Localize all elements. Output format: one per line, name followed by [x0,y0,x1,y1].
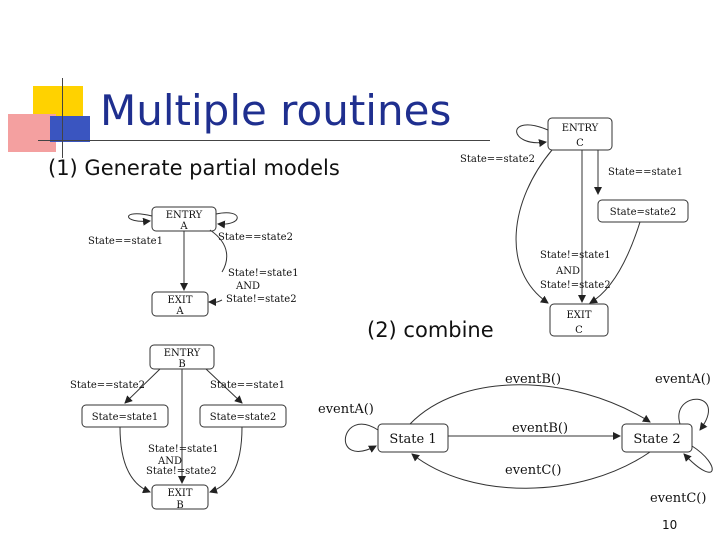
combined-eventc-bottom-label: eventC() [505,463,561,478]
diagram-a-cond-3: State!=state2 [226,294,297,305]
diagram-a-cond-1: State!=state1 [228,268,299,279]
combined-eventc-right-label: eventC() [650,491,706,506]
combined-state1-node [377,423,449,453]
diagram-b-exit-label-1: EXIT [167,488,192,499]
diagram-c-edge-left-label: State==state2 [460,154,535,165]
diagram-b-cond-1: State!=state1 [148,444,219,455]
diagram-b-cond-3: State!=state2 [146,466,217,477]
diagram-a-right-loop [209,229,228,273]
diagram-c-box-right [597,199,689,223]
diagram-b-exit-label-2: B [176,500,183,511]
diagram-a-entry-self-loop-left [128,213,153,226]
diagram-b-edge-right-label: State==state1 [210,380,285,391]
combined-edge-eventb-top [409,384,651,425]
slide-title: Multiple routines [100,86,452,135]
diagram-a-entry-label-1: ENTRY [166,210,203,221]
combined-eventb-mid-label: eventB() [512,421,568,436]
combined-eventb-top-label: eventB() [505,372,561,387]
combined-state2-self-loop-top [678,398,709,431]
diagram-b-box-left-label: State=state1 [92,412,159,423]
diagram-c-exit-node [549,303,609,337]
diagram-b-entry-label-2: B [178,359,185,370]
combined-state2-self-loop-bottom [683,445,713,473]
diagram-c-exit-label-2: C [575,325,583,336]
combined-edge-eventc-bottom [411,451,651,489]
diagram-a-exit-label-2: A [175,306,184,317]
diagram-a-edge-right-label: State==state2 [218,232,293,243]
decor-horizontal-line [38,140,490,141]
diagram-c-cond-1: State!=state1 [540,250,611,261]
diagram-c-box-right-label: State=state2 [610,207,677,218]
combined-eventa-right-label: eventA() [655,372,711,387]
diagram-b-box-right [199,404,287,428]
diagram-b-cond-2: AND [157,456,182,467]
diagram-b-edge-left-label: State==state2 [70,380,145,391]
diagram-a-entry-self-loop-right [215,212,238,229]
diagram-c-entry-label-1: ENTRY [562,123,599,134]
combined-state1-label: State 1 [389,432,436,447]
diagram-a-exit-node [151,291,209,317]
diagram-a [128,206,238,317]
diagram-c-entry-self-loop [516,124,549,148]
combined-eventa-left-label: eventA() [318,402,374,417]
diagram-c-edge-left [515,149,553,304]
decor-vertical-line [62,78,63,158]
combine-label: (2) combine [367,318,494,342]
diagram-b-box-right-label: State=state2 [210,412,277,423]
diagram-a-cond-2: AND [235,281,260,292]
diagram-c [515,117,689,337]
diagram-c-cond-2: AND [555,266,580,277]
combined-state2-label: State 2 [633,432,680,447]
diagram-c-cond-3: State!=state2 [540,280,611,291]
diagram-b-entry-label-1: ENTRY [164,348,201,359]
diagram-c-right-to-exit [589,221,641,304]
diagram-b-right-to-exit [209,426,243,494]
diagram-b-box-left [81,404,169,428]
diagram-b-edge-left [124,368,161,404]
diagram-a-exit-label-1: EXIT [167,295,192,306]
diagram-combined [344,384,713,489]
combined-state2-node [621,423,693,453]
slide-subtitle: (1) Generate partial models [48,156,340,180]
diagram-b-left-to-exit [119,426,151,494]
page-number: 10 [662,518,678,532]
combined-state1-self-loop [344,423,379,453]
diagram-a-entry-label-2: A [179,221,188,232]
diagram-a-edge-left-label: State==state1 [88,236,163,247]
diagram-b-exit-node [151,484,209,510]
diagram-c-entry-label-2: C [576,138,584,149]
diagram-b-edge-right [205,368,243,404]
diagram-c-exit-label-1: EXIT [566,310,591,321]
decor-blue-block [50,116,90,142]
diagram-c-entry-node [547,117,613,151]
diagram-a-right-return [208,298,223,307]
diagram-b [81,344,287,510]
decor-red-block [8,114,56,152]
diagram-c-edge-right-label: State==state1 [608,167,683,178]
